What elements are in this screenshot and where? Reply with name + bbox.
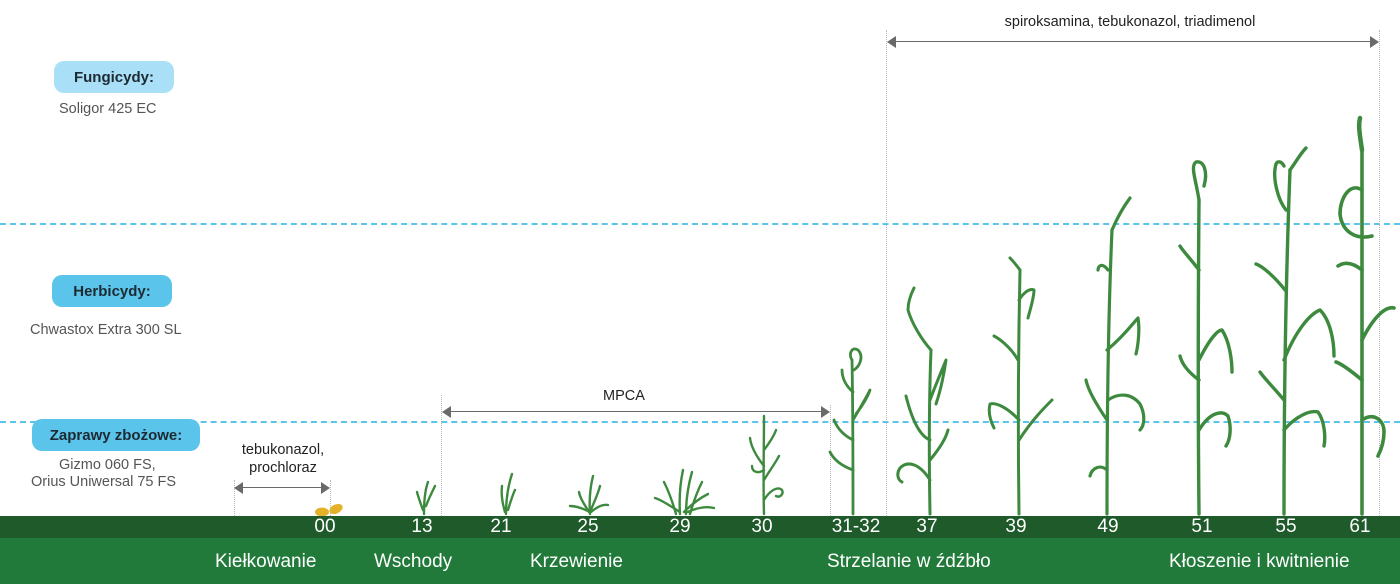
plant-stage-29-icon bbox=[653, 468, 716, 516]
seed-active-ingredients-2: prochloraz bbox=[249, 460, 317, 476]
herbicide-product: Chwastox Extra 300 SL bbox=[30, 322, 182, 338]
bbch-code-21: 21 bbox=[490, 516, 512, 537]
bbch-code-37: 37 bbox=[916, 516, 938, 537]
stage-heading-flowering: Kłoszenie i kwitnienie bbox=[1169, 551, 1350, 572]
fungicide-range-arrow bbox=[887, 35, 1379, 49]
bbch-code-30: 30 bbox=[751, 516, 773, 537]
bbch-code-31-32: 31-32 bbox=[831, 516, 881, 537]
plant-stage-30-icon bbox=[748, 414, 784, 516]
bbch-code-band bbox=[0, 516, 1400, 538]
fungicides-label: Fungicydy: bbox=[54, 61, 174, 93]
bbch-code-55: 55 bbox=[1275, 516, 1297, 537]
herbicide-seed-divider bbox=[0, 421, 1400, 423]
plant-stage-39-icon bbox=[987, 256, 1054, 516]
plant-stage-49-icon bbox=[1084, 196, 1146, 516]
fungicide-active-ingredients: spiroksamina, tebukonazol, triadimenol bbox=[1004, 14, 1256, 30]
bbch-code-49: 49 bbox=[1097, 516, 1119, 537]
herbicide-range-arrow bbox=[442, 405, 830, 419]
plant-stage-37-icon bbox=[896, 286, 950, 516]
seed-treatment-product-2: Orius Uniwersal 75 FS bbox=[31, 474, 177, 490]
plant-stage-13-icon bbox=[415, 480, 437, 516]
seed-active-ingredients-1: tebukonazol, bbox=[241, 442, 325, 458]
plant-stage-51-icon bbox=[1178, 160, 1234, 516]
bbch-code-13: 13 bbox=[411, 516, 433, 537]
fungicide-product: Soligor 425 EC bbox=[59, 101, 157, 117]
stage-emergence: Wschody bbox=[374, 551, 453, 572]
plant-growth-illustrations bbox=[315, 115, 1396, 517]
herbicide-range-end-guide bbox=[830, 405, 831, 516]
bbch-code-25: 25 bbox=[577, 516, 599, 537]
fungicide-range-start-guide bbox=[886, 30, 887, 516]
seed-icon bbox=[315, 503, 343, 517]
seed-range-start-guide bbox=[234, 480, 235, 516]
bbch-code-61: 61 bbox=[1349, 516, 1371, 537]
bbch-code-51: 51 bbox=[1191, 516, 1213, 537]
seed-treatment-product-1: Gizmo 060 FS, bbox=[59, 457, 156, 473]
fungicide-herbicide-divider bbox=[0, 223, 1400, 225]
herbicide-active-ingredient: MPCA bbox=[603, 388, 645, 404]
stage-stem-elongation: Strzelanie w źdźbło bbox=[827, 551, 991, 572]
plant-stage-61-icon bbox=[1334, 115, 1396, 516]
plant-stage-55-icon bbox=[1254, 146, 1336, 516]
bbch-code-29: 29 bbox=[669, 516, 691, 537]
plant-stage-31-32-icon bbox=[828, 347, 872, 516]
plant-stage-25-icon bbox=[568, 474, 610, 516]
growth-stage-band bbox=[0, 538, 1400, 584]
bbch-code-00: 00 bbox=[314, 516, 336, 537]
herbicides-label: Herbicydy: bbox=[52, 275, 172, 307]
bbch-code-39: 39 bbox=[1005, 516, 1027, 537]
plant-stage-21-icon bbox=[500, 472, 517, 516]
seed-range-arrow bbox=[234, 481, 330, 495]
fungicide-range-end-guide bbox=[1379, 30, 1380, 516]
stage-germination: Kiełkowanie bbox=[215, 551, 317, 572]
seed-range-end-guide bbox=[330, 480, 331, 516]
seed-treatments-label: Zaprawy zbożowe: bbox=[32, 419, 200, 451]
stage-tillering: Krzewienie bbox=[530, 551, 623, 572]
herbicide-range-start-guide bbox=[441, 395, 442, 516]
